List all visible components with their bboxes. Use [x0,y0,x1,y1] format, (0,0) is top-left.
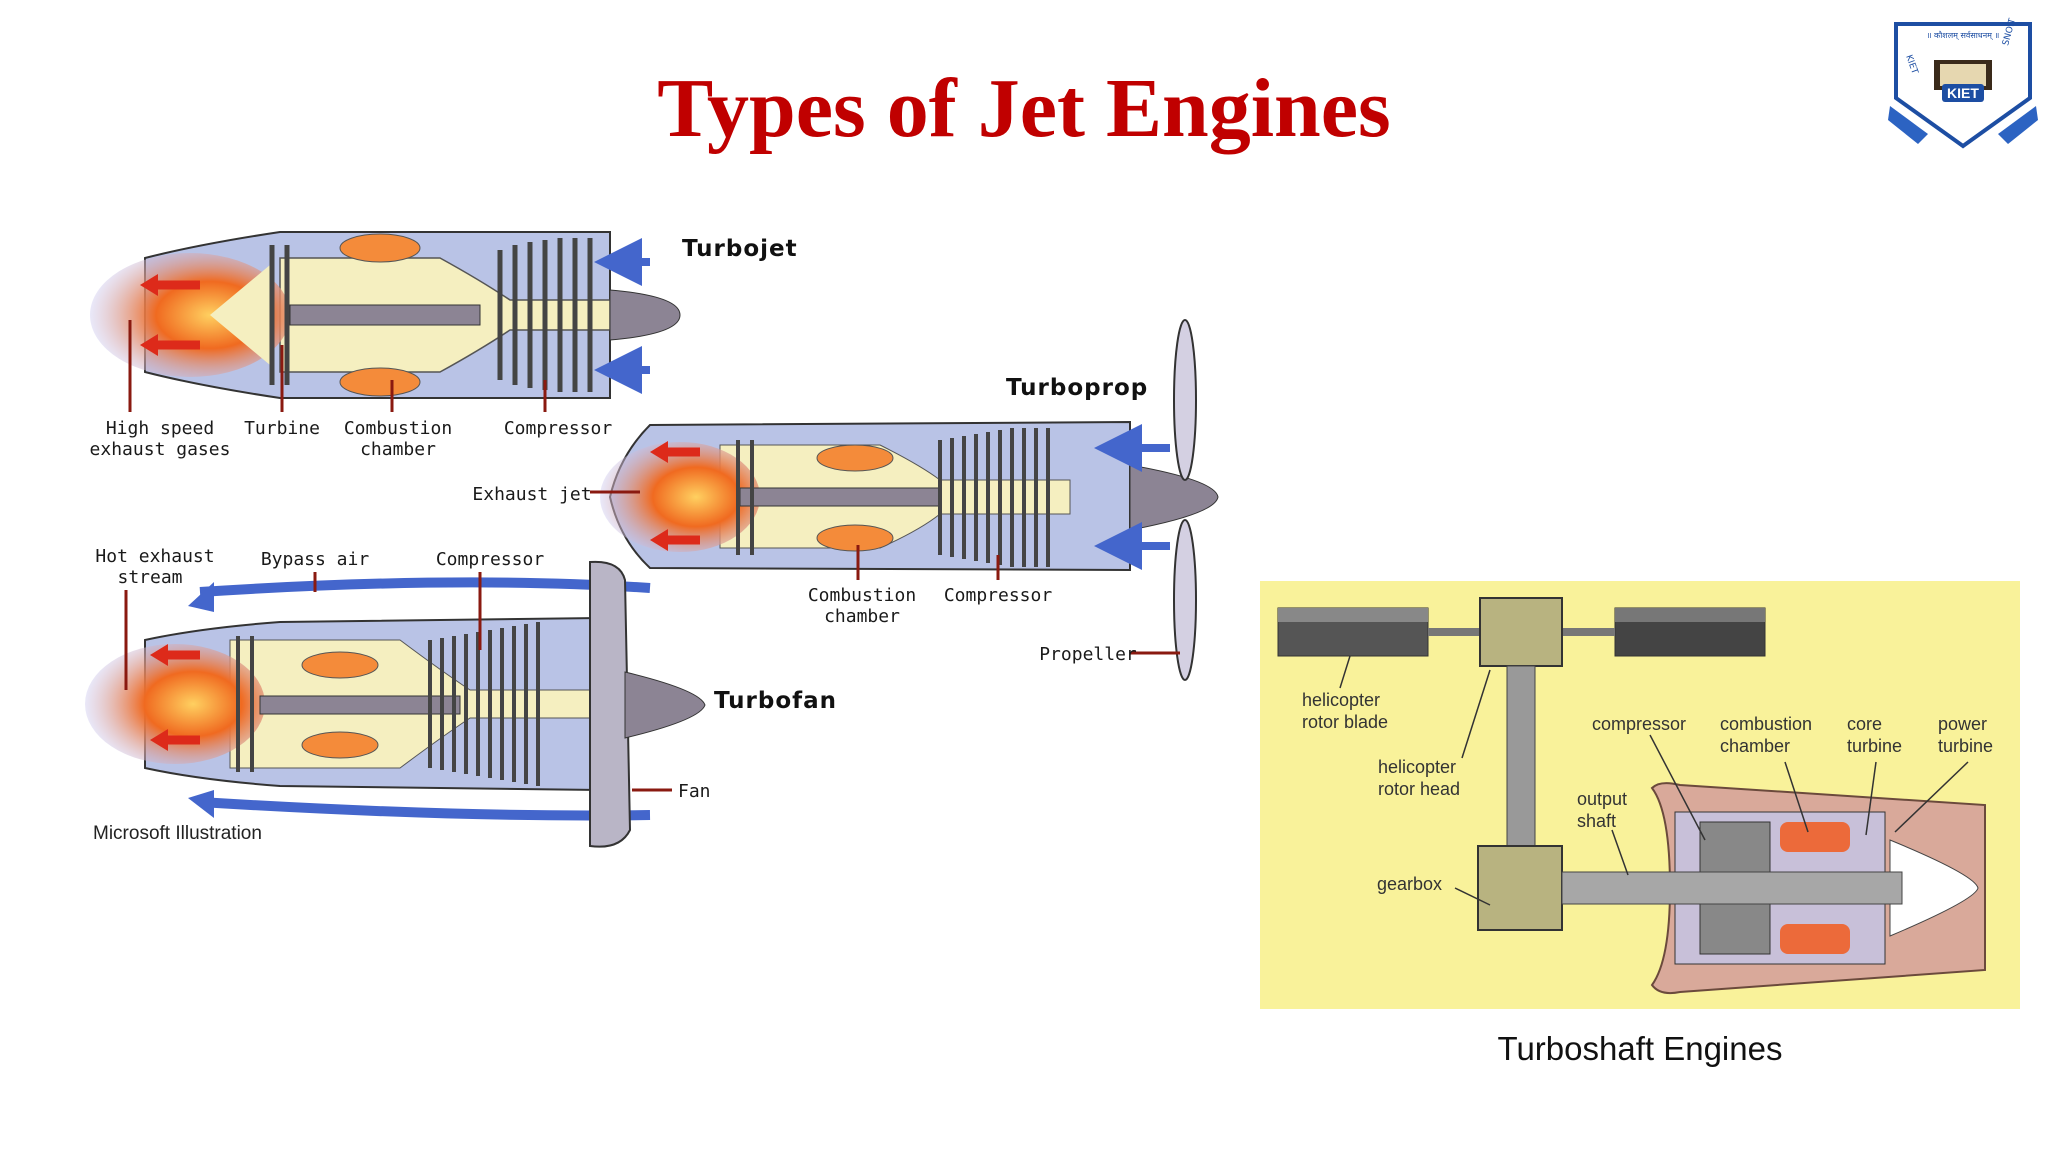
turboshaft-diagram [1260,581,2020,1009]
turboprop-engine [590,319,1219,681]
turbojet-title: Turbojet [682,236,798,262]
ts-rotor-blade-label-1: helicopter [1302,690,1380,710]
ts-core-turbine-label-1: core [1847,714,1882,734]
ts-rotor-head-label-2: rotor head [1378,779,1460,799]
turbojet-combustion-label-2: chamber [360,439,436,460]
turboprop-combustion-label-1: Combustion [808,585,916,606]
kiet-logo: KIET ॥ कौशलम् सर्वसाधनम् ॥ KIET SNOIT [1888,17,2038,149]
turbofan-compressor-label: Compressor [436,549,545,570]
illustration-credit: Microsoft Illustration [93,823,262,844]
turboprop-propeller-label: Propeller [1039,644,1137,665]
ts-compressor-label: compressor [1592,714,1686,734]
ts-output-shaft-label-2: shaft [1577,811,1616,831]
turbofan-fan-label: Fan [678,781,711,802]
ts-rotor-head-label-1: helicopter [1378,757,1456,777]
turbojet-exhaust-label-2: exhaust gases [90,439,231,460]
turboprop-compressor-label: Compressor [944,585,1053,606]
slide-title: Types of Jet Engines [657,62,1391,155]
turboprop-exhaust-jet-label: Exhaust jet [472,484,591,505]
ts-rotor-blade-label-2: rotor blade [1302,712,1388,732]
turbofan-hot-exhaust-label-2: stream [117,567,182,588]
ts-power-turbine-label-2: turbine [1938,736,1993,756]
turbojet-exhaust-label-1: High speed [106,418,214,439]
ts-output-shaft-label-1: output [1577,789,1627,809]
turbofan-title: Turbofan [714,688,837,714]
logo-name: KIET [1947,85,1979,101]
turbojet-engine [90,231,681,412]
turboprop-combustion-label-2: chamber [824,606,900,627]
ts-core-turbine-label-2: turbine [1847,736,1902,756]
turbofan-bypass-air-label: Bypass air [261,549,370,570]
turbojet-combustion-label-1: Combustion [344,418,452,439]
ts-gearbox-label: gearbox [1377,874,1442,894]
turbojet-compressor-label: Compressor [504,418,613,439]
logo-motto: ॥ कौशलम् सर्वसाधनम् ॥ [1927,30,2000,41]
turboprop-title: Turboprop [1006,375,1148,401]
ts-combustion-label-1: combustion [1720,714,1812,734]
turbofan-hot-exhaust-label-1: Hot exhaust [95,546,214,567]
turbojet-turbine-label: Turbine [244,418,320,439]
turbofan-engine [85,560,706,848]
ts-power-turbine-label-1: power [1938,714,1987,734]
ts-combustion-label-2: chamber [1720,736,1790,756]
turboshaft-caption: Turboshaft Engines [1497,1030,1783,1067]
